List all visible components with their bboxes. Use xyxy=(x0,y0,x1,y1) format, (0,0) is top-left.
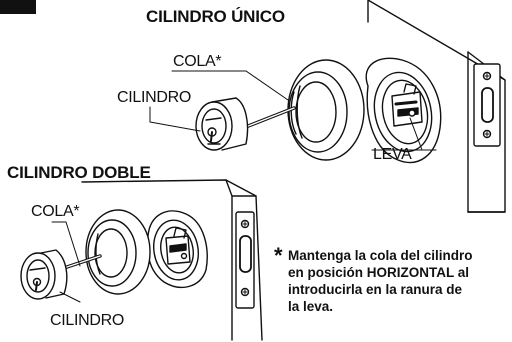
note-line: Mantenga la cola del cilindro xyxy=(288,248,473,263)
double-cylinder-title: CILINDRO DOBLE xyxy=(7,163,151,182)
leaders-top xyxy=(149,70,437,151)
cilindro-label-bottom: CILINDRO xyxy=(50,312,125,329)
screw-icon xyxy=(482,129,492,139)
cylinder-top xyxy=(195,97,249,151)
screw-icon xyxy=(240,287,250,297)
rosette-bottom xyxy=(85,209,151,295)
leaders-bottom xyxy=(51,221,81,303)
door-bottom xyxy=(81,179,263,341)
note-line: en posición HORIZONTAL al xyxy=(288,265,470,280)
bore-hole-top xyxy=(365,57,442,164)
asterisk-mark: * xyxy=(274,243,283,268)
corner-tab xyxy=(0,0,36,14)
cilindro-label-top: CILINDRO xyxy=(117,89,192,106)
screw-icon xyxy=(482,71,492,81)
screw-icon xyxy=(240,219,250,229)
note-line: la leva. xyxy=(288,299,334,314)
leva-label: LEVA xyxy=(373,146,412,163)
installation-note: * Mantenga la cola del cilindro en posic… xyxy=(274,245,510,315)
cylinder-bottom xyxy=(20,249,68,300)
cola-label-bottom: COLA* xyxy=(31,203,80,220)
door-top xyxy=(367,0,506,213)
note-line: introducirla en la ranura de xyxy=(288,282,463,297)
single-cylinder-title: CILINDRO ÚNICO xyxy=(146,7,285,26)
bore-hole-bottom xyxy=(146,210,208,289)
rosette-top xyxy=(287,59,365,161)
cola-label-top: COLA* xyxy=(173,53,222,70)
